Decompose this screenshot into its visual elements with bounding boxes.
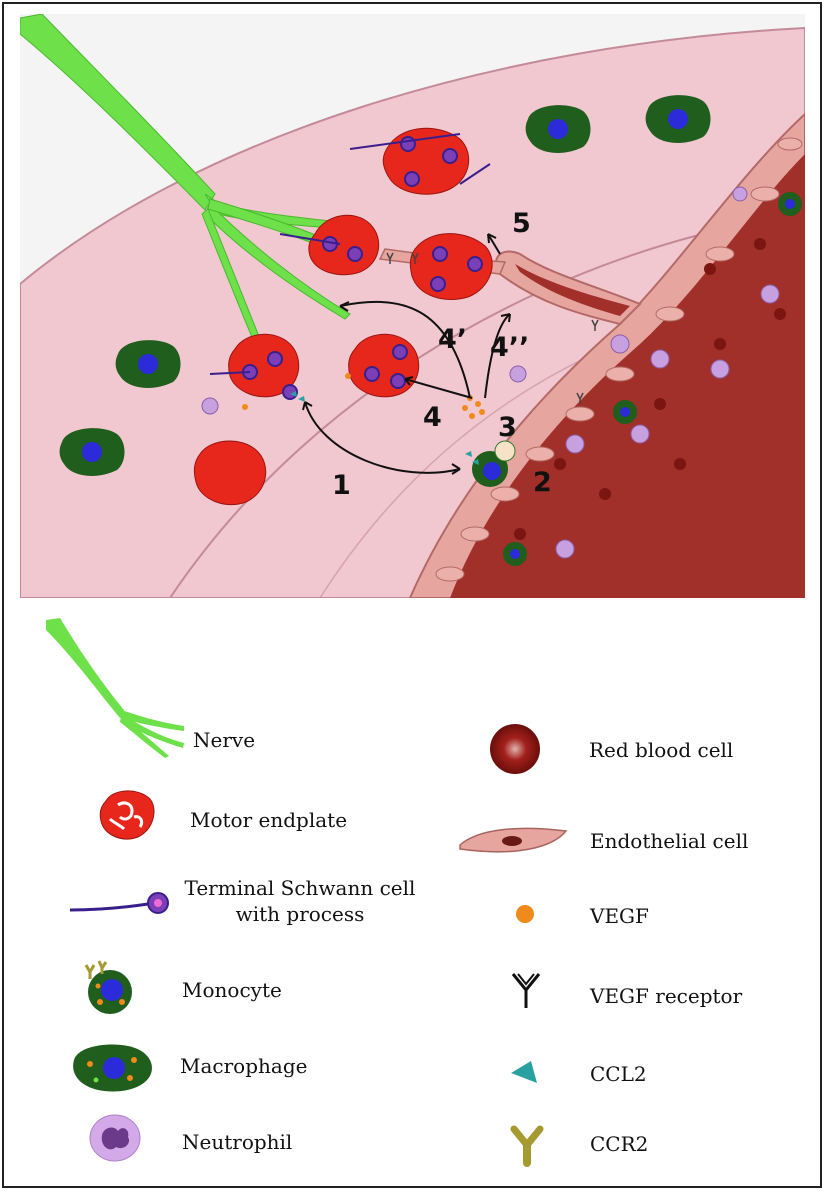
step-label-4-double-prime: 4’’ [490,332,530,363]
legend-label-schwann-line1: Terminal Schwann cell [184,876,416,900]
legend: Nerve Motor endplate Terminal Schwann ce… [0,600,826,1190]
macrophages [59,95,802,566]
ccr2-icon [510,1125,544,1167]
legend-label-schwann-cell: Terminal Schwann cell with process [180,875,420,927]
legend-label-monocyte: Monocyte [182,978,282,1002]
muscle-scene: 1 2 3 4 4’ 4’’ 5 [20,14,805,598]
macrophage-icon [73,1044,152,1092]
pathway-arrows [302,233,511,475]
schwann-cell-icon [69,892,169,914]
legend-label-nerve: Nerve [193,728,256,752]
step-label-4: 4 [423,402,442,433]
legend-label-schwann-line2: with process [235,902,365,926]
step-label-5: 5 [512,208,531,239]
blood-vessel [378,112,805,598]
legend-label-endothelial-cell: Endothelial cell [590,829,749,853]
vegf-icon [516,905,534,923]
vegf-molecules [242,373,485,419]
legend-label-motor-endplate: Motor endplate [190,808,348,832]
vegf-receptor-icon [511,973,541,1008]
motor-endplate-icon [99,790,155,840]
vegf-receptors [386,252,599,404]
legend-label-red-blood-cell: Red blood cell [589,738,734,762]
step-label-4-prime: 4’ [438,324,468,355]
step-label-2: 2 [533,467,552,498]
neutrophil-icon [89,1114,141,1162]
schwann-cells [209,133,491,400]
legend-label-vegf: VEGF [590,904,649,928]
ccl2-icon [511,1061,537,1083]
legend-label-vegf-receptor: VEGF receptor [590,984,743,1008]
legend-label-ccl2: CCL2 [590,1062,647,1086]
red-blood-cell-icon [490,724,540,774]
nerve-icon [46,618,184,758]
legend-label-ccr2: CCR2 [590,1132,649,1156]
legend-label-neutrophil: Neutrophil [182,1130,293,1154]
motor-endplate-isolated [193,440,267,506]
endothelial-cell-icon [459,827,568,853]
legend-label-macrophage: Macrophage [180,1054,308,1078]
ccl2-molecules [290,391,479,465]
scene-illustration [20,14,805,598]
neutrophil [732,186,748,202]
step-label-1: 1 [332,470,351,501]
neutrophil [201,397,219,415]
monocyte-icon [84,960,132,1014]
neutrophil [509,365,527,383]
step-label-3: 3 [498,412,517,443]
